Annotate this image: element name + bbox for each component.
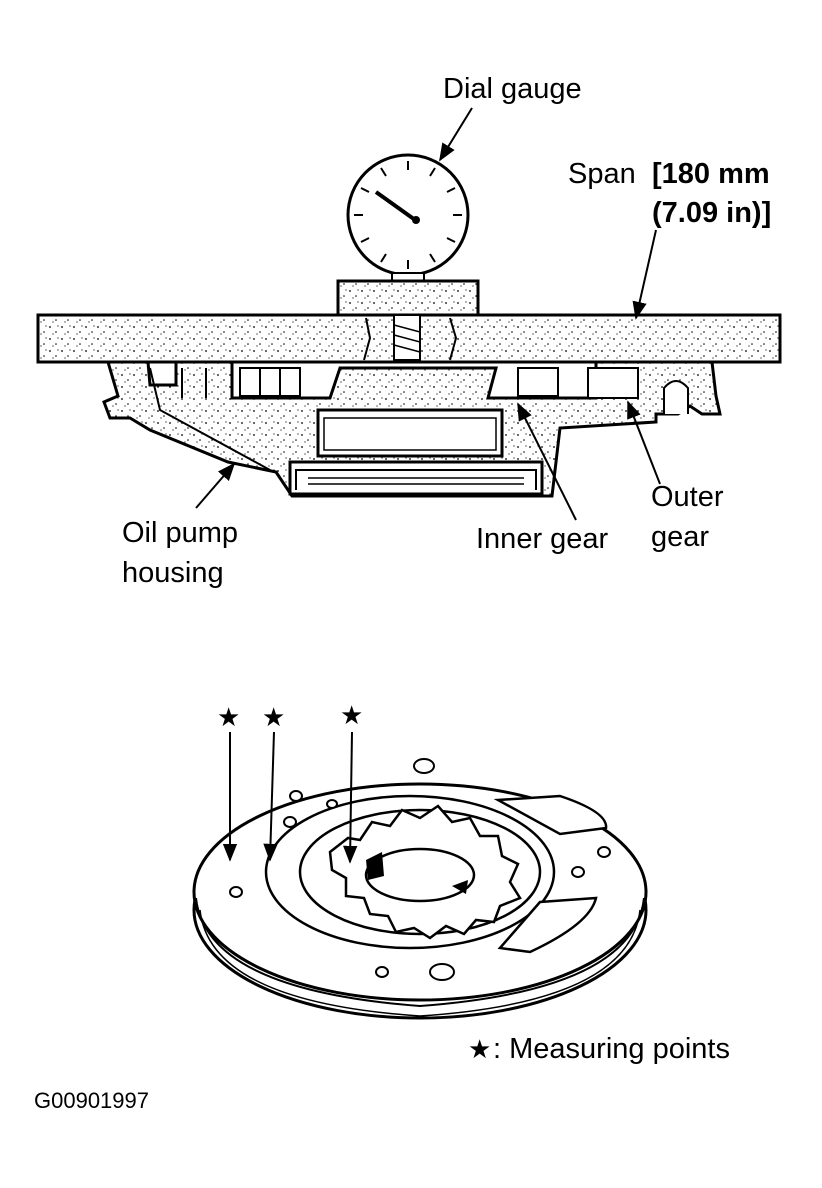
label-span-in: (7.09 in)] (652, 197, 771, 229)
label-gear: gear (651, 521, 709, 553)
gear-bore (364, 847, 476, 903)
bolt-hole-right (517, 367, 559, 397)
leader-lines-top (195, 107, 661, 521)
bolt-hole-right-2 (587, 367, 639, 399)
dial-gauge-pivot (412, 216, 420, 224)
leader-dial-gauge (439, 107, 473, 162)
measuring-star-2: ★ (262, 702, 285, 732)
measuring-star-3: ★ (340, 700, 363, 730)
pump-port-lower (497, 896, 598, 954)
bolt-hole-left (239, 367, 301, 397)
dial-gauge-ticks (354, 161, 462, 269)
gauge-plunger (393, 314, 421, 361)
leader-outer-gear (627, 400, 661, 485)
oil-pump-housing-section (102, 360, 722, 498)
measuring-star-1: ★ (217, 702, 240, 732)
label-span: Span (568, 158, 636, 190)
label-inner-gear: Inner gear (476, 523, 609, 555)
gear-key (366, 852, 384, 880)
pump-port-upper (493, 794, 608, 836)
leader-oil-pump-housing (195, 462, 236, 509)
label-oil-pump: Oil pump (122, 517, 238, 549)
legend-star-icon: ★ (468, 1034, 491, 1064)
outer-gear-ring (298, 808, 542, 936)
leader-inner-gear (517, 402, 577, 521)
leader-span (632, 229, 657, 320)
figure-code: G00901997 (34, 1088, 149, 1113)
legend-measuring-points: : Measuring points (493, 1033, 730, 1065)
label-outer: Outer (651, 481, 724, 513)
oil-pump-plan-view (192, 758, 648, 1020)
bolt-holes (229, 758, 611, 981)
inner-gear-section (316, 408, 504, 458)
label-dial-gauge: Dial gauge (443, 73, 582, 105)
measuring-arrow-2 (263, 731, 278, 862)
dial-gauge (336, 153, 480, 317)
measuring-arrow-3 (343, 731, 358, 864)
label-span-mm: [180 mm (652, 158, 770, 190)
dial-gauge-block (336, 279, 480, 317)
dial-gauge-needle (374, 190, 420, 224)
label-housing: housing (122, 557, 224, 589)
straight-edge-span (36, 313, 782, 364)
measuring-point-markers: ★ ★ ★ (217, 700, 363, 864)
